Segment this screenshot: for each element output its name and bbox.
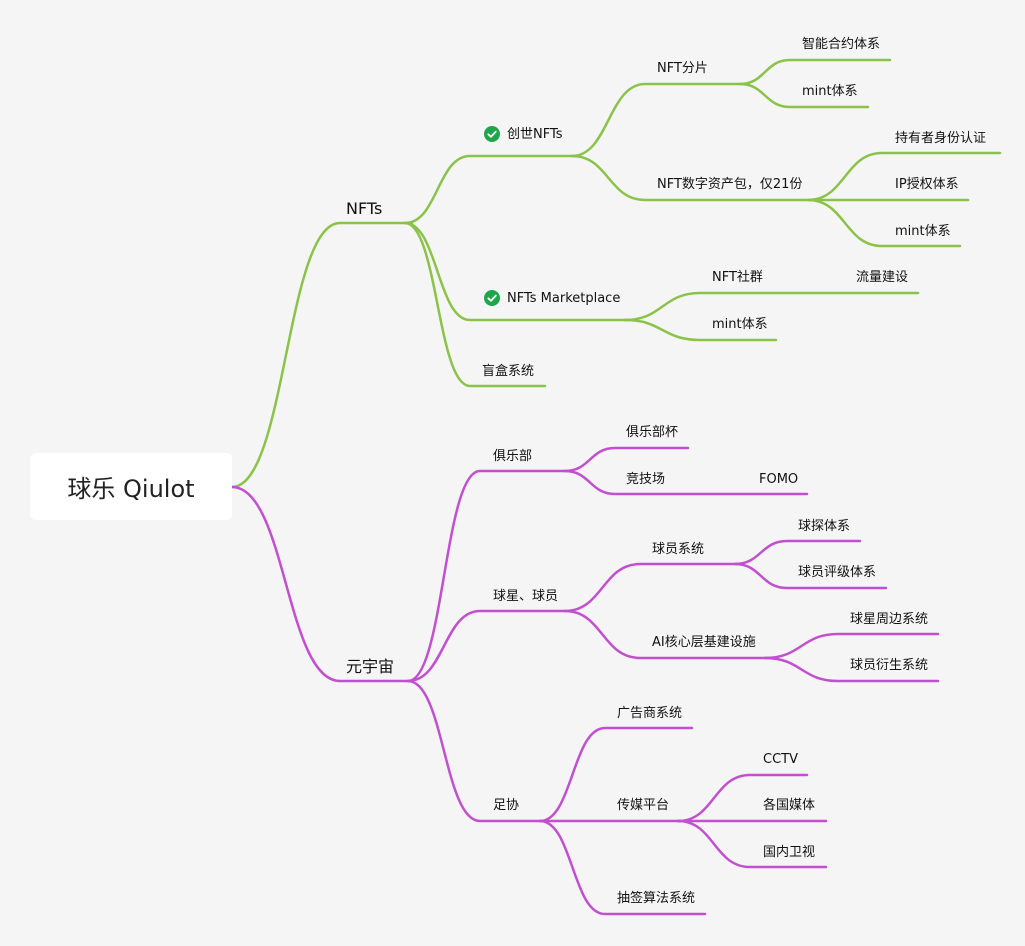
edge-player-rating	[733, 562, 888, 590]
node-package-mint[interactable]: mint体系	[895, 224, 951, 239]
edge-player-scout	[733, 539, 862, 566]
edge-fa-draw	[538, 819, 707, 916]
node-club[interactable]: 俱乐部	[493, 449, 533, 464]
edge-package-auth	[806, 151, 1002, 202]
node-nft-shard[interactable]: NFT分片	[657, 61, 708, 76]
node-stars[interactable]: 球星、球员	[493, 589, 559, 604]
edge-shard-contract	[738, 58, 892, 86]
edge-ai-derivatives	[763, 656, 940, 683]
node-smart-contract[interactable]: 智能合约体系	[802, 37, 881, 52]
node-rating[interactable]: 球员评级体系	[798, 565, 877, 580]
node-nft-package[interactable]: NFT数字资产包，仅21份	[657, 177, 803, 192]
node-fa[interactable]: 足协	[493, 798, 520, 813]
edge-club-cup	[563, 446, 690, 473]
edge-root-metaverse	[230, 485, 414, 683]
node-nfts-marketplace[interactable]: NFTs Marketplace	[507, 291, 621, 306]
edge-nfts-marketplace	[403, 221, 632, 322]
edge-ai-merch	[763, 632, 940, 660]
node-derivatives[interactable]: 球员衍生系统	[850, 658, 929, 673]
edge-stars-player	[563, 562, 742, 613]
edge-media-cctv	[676, 773, 809, 823]
check-circle-icon	[484, 126, 500, 142]
node-metaverse[interactable]: 元宇宙	[346, 657, 395, 676]
node-holder-auth[interactable]: 持有者身份认证	[895, 131, 987, 146]
node-media[interactable]: 传媒平台	[617, 798, 670, 813]
edge-nfts-genesis	[403, 154, 577, 225]
edge-meta-club	[406, 469, 567, 683]
node-shard-mint[interactable]: mint体系	[802, 84, 858, 99]
edge-media-domestic	[676, 819, 828, 869]
node-domestic-tv[interactable]: 国内卫视	[763, 845, 816, 860]
node-ai-infra[interactable]: AI核心层基建设施	[652, 635, 756, 650]
node-player-system[interactable]: 球员系统	[652, 542, 705, 557]
node-cctv[interactable]: CCTV	[763, 752, 798, 767]
edge-genesis-shard	[570, 82, 742, 158]
node-fomo[interactable]: FOMO	[759, 472, 799, 487]
node-nft-community[interactable]: NFT社群	[712, 270, 763, 285]
node-genesis-nfts[interactable]: 创世NFTs	[507, 127, 563, 142]
node-ads[interactable]: 广告商系统	[617, 706, 683, 721]
node-market-mint[interactable]: mint体系	[712, 317, 768, 332]
edge-meta-fa	[406, 679, 547, 823]
edge-stars-ai	[563, 609, 772, 660]
edge-meta-stars	[406, 609, 567, 683]
node-blindbox[interactable]: 盲盒系统	[482, 364, 535, 379]
check-circle-icon	[484, 290, 500, 306]
node-nfts[interactable]: NFTs	[346, 199, 383, 218]
node-star-merch[interactable]: 球星周边系统	[850, 612, 929, 627]
edge-market-community	[623, 291, 920, 322]
edge-fa-ads	[538, 726, 694, 823]
edge-genesis-package	[570, 154, 814, 202]
node-ip-license[interactable]: IP授权体系	[895, 177, 959, 192]
edge-club-arena	[563, 469, 809, 496]
root-label: 球乐 Qiulot	[67, 475, 195, 503]
node-world-media[interactable]: 各国媒体	[763, 798, 816, 813]
node-arena[interactable]: 竞技场	[626, 472, 666, 487]
edge-shard-mint	[738, 82, 870, 109]
node-draw[interactable]: 抽签算法系统	[617, 891, 696, 906]
edge-nfts-blindbox	[403, 221, 547, 388]
edge-market-mint	[623, 318, 778, 342]
node-club-cup[interactable]: 俱乐部杯	[626, 425, 679, 440]
root-node[interactable]: 球乐 Qiulot	[30, 453, 232, 520]
node-traffic[interactable]: 流量建设	[856, 270, 909, 285]
node-scout[interactable]: 球探体系	[798, 519, 851, 534]
edge-root-nfts	[230, 221, 414, 489]
edge-package-mint	[806, 198, 962, 248]
